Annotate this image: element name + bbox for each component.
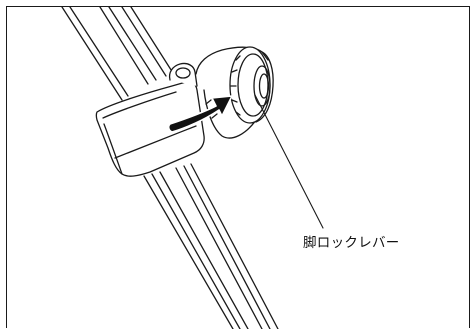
clamp-body [95,62,205,177]
lock-lever-knob [195,46,274,139]
rotation-arrow-icon [167,95,233,133]
leg-lock-lever-label: 脚ロックレバー [303,235,400,251]
figure-frame [6,6,470,328]
lower-leg-tube [143,163,279,329]
callout-leader-line [254,94,324,229]
upper-leg-tube [61,6,174,101]
